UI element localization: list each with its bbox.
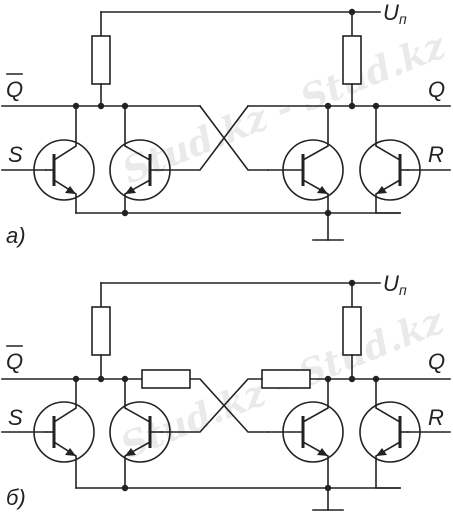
q-bar-label-a: Q — [6, 77, 23, 102]
transistor-3-a — [267, 105, 344, 214]
supply-sub-b: п — [399, 282, 407, 298]
supply-label-b: U — [383, 271, 399, 296]
panel-label-b: б) — [6, 485, 26, 510]
resistor-cross-left-b — [141, 369, 191, 389]
transistor-r-a — [359, 105, 421, 214]
s-label-a: S — [8, 142, 23, 167]
panel-label-a: а) — [6, 223, 26, 248]
transistor-2-b — [109, 378, 171, 489]
transistor-s-a — [33, 105, 95, 214]
circuit-b: U п Q Q S R б) — [1, 271, 451, 511]
transistor-2-a — [109, 105, 171, 214]
resistor-right-b — [342, 306, 362, 356]
transistor-r-b — [359, 378, 421, 489]
q-label-a: Q — [428, 77, 445, 102]
s-label-b: S — [8, 405, 23, 430]
supply-sub-a: п — [399, 11, 407, 27]
resistor-right-a — [342, 35, 362, 85]
resistor-left-a — [91, 35, 111, 85]
r-label-a: R — [428, 142, 444, 167]
cross-wire-1-a — [198, 104, 269, 171]
watermark-1: Stud.kz - Stud.kz — [117, 24, 453, 192]
resistor-left-b — [91, 306, 111, 356]
cross-wire-2-b — [161, 378, 263, 433]
supply-label-a: U — [383, 0, 399, 25]
q-label-b: Q — [428, 349, 445, 374]
circuit-a: U п Q Q S R а) — [1, 0, 451, 248]
cross-wire-2-a — [161, 104, 250, 171]
q-bar-label-b: Q — [6, 349, 23, 374]
r-label-b: R — [428, 405, 444, 430]
transistor-3-b — [267, 378, 344, 489]
resistor-cross-right-b — [261, 369, 311, 389]
transistor-s-b — [33, 378, 95, 489]
